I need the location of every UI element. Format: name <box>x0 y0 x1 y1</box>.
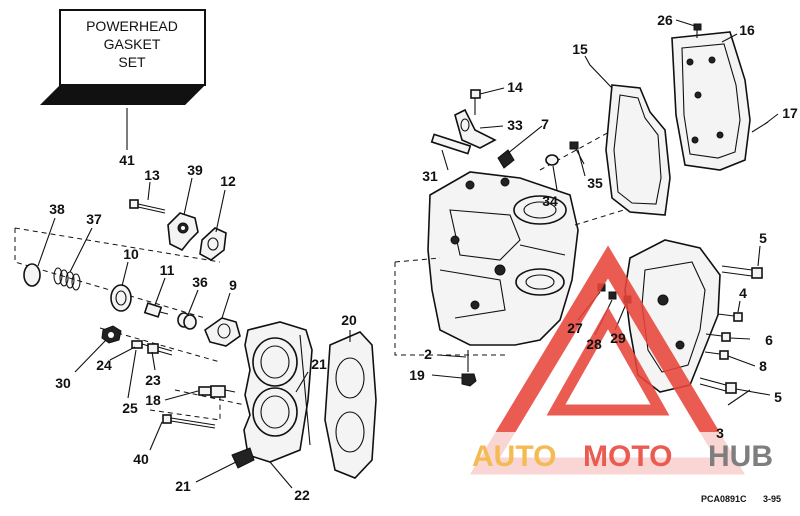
callout-14: 14 <box>507 79 523 95</box>
exhaust-cover <box>624 239 721 393</box>
callout-2: 2 <box>424 346 432 362</box>
callout-24: 24 <box>96 357 112 373</box>
bolt-5-lower <box>699 377 737 394</box>
callout-33: 33 <box>507 117 523 133</box>
fitting-11 <box>143 302 169 318</box>
watermark-logo: AUTO MOTO HUB <box>469 245 800 476</box>
callout-11: 11 <box>160 262 175 278</box>
clip-7 <box>497 149 515 169</box>
callout-19: 19 <box>409 367 425 383</box>
screw-14 <box>470 89 481 115</box>
callout-numbers: 41 13 39 12 38 37 10 11 36 9 30 24 25 23… <box>49 12 798 503</box>
callout-34: 34 <box>542 193 558 209</box>
callout-15: 15 <box>572 41 588 57</box>
callout-21-upper: 21 <box>311 356 327 372</box>
callout-6: 6 <box>765 332 773 348</box>
watermark-auto: AUTO <box>472 440 556 473</box>
spark-plug-18 <box>198 385 236 398</box>
callout-35: 35 <box>587 175 603 191</box>
gasket-15 <box>605 84 671 216</box>
callout-37: 37 <box>86 211 102 227</box>
screw-35 <box>569 141 585 165</box>
figure-code: PCA0891C <box>701 494 747 504</box>
plug-30 <box>101 325 122 344</box>
callout-4: 4 <box>739 285 747 301</box>
o-ring-38 <box>23 263 41 287</box>
washer-34 <box>545 154 559 166</box>
bolt-4 <box>717 312 743 322</box>
box-line-1: POWERHEAD <box>86 18 178 34</box>
callout-29: 29 <box>610 330 626 346</box>
callout-18: 18 <box>145 392 161 408</box>
bolt-5-upper <box>721 265 763 279</box>
rod-3 <box>727 389 751 406</box>
callout-41: 41 <box>119 152 135 168</box>
callout-39: 39 <box>187 162 203 178</box>
part-28 <box>608 291 617 300</box>
callout-36: 36 <box>192 274 208 290</box>
bolt-8 <box>704 350 729 360</box>
gasket-set-box: POWERHEAD GASKET SET <box>40 9 206 105</box>
callout-16: 16 <box>739 22 755 38</box>
callout-17: 17 <box>782 105 798 121</box>
head-gasket-20 <box>324 331 377 479</box>
callout-22: 22 <box>294 487 310 503</box>
watermark-moto: MOTO <box>583 440 672 473</box>
callout-30: 30 <box>55 375 71 391</box>
bolt-13 <box>129 199 166 214</box>
box-line-2: GASKET <box>104 36 161 52</box>
spring-37 <box>53 267 81 291</box>
nut-19 <box>461 373 477 387</box>
callout-38: 38 <box>49 201 65 217</box>
callout-9: 9 <box>229 277 237 293</box>
callout-26: 26 <box>657 12 673 28</box>
callout-5-upper: 5 <box>759 230 767 246</box>
cover-39 <box>167 212 199 252</box>
callout-27: 27 <box>567 320 583 336</box>
watermark-inner-triangle <box>546 306 670 416</box>
figure-date: 3-95 <box>763 494 781 504</box>
callout-5-lower: 5 <box>774 389 782 405</box>
bolt-40 <box>162 414 216 429</box>
callout-31: 31 <box>422 168 438 184</box>
crankcase-block <box>427 171 579 346</box>
pin-31 <box>430 133 472 155</box>
seal-36 <box>177 312 197 330</box>
screw-26 <box>693 23 702 38</box>
callout-25: 25 <box>122 400 138 416</box>
watermark-hub: HUB <box>708 440 773 473</box>
callout-28: 28 <box>586 336 602 352</box>
bracket-33 <box>454 108 497 149</box>
callout-23: 23 <box>145 372 161 388</box>
cylinder-head-22 <box>231 321 313 469</box>
callout-8: 8 <box>759 358 767 374</box>
callout-20: 20 <box>341 312 357 328</box>
callout-40: 40 <box>133 451 149 467</box>
callout-3: 3 <box>716 425 724 441</box>
gasket-12 <box>199 227 227 261</box>
box-line-3: SET <box>118 54 146 70</box>
callout-12: 12 <box>220 173 236 189</box>
callout-13: 13 <box>144 167 160 183</box>
callout-7: 7 <box>541 116 549 132</box>
screw-23 <box>147 343 173 356</box>
cover-plate-16 <box>671 31 751 171</box>
thermostat-10 <box>110 284 132 312</box>
housing-9 <box>204 317 241 347</box>
callout-10: 10 <box>123 246 139 262</box>
callout-21-lower: 21 <box>175 478 191 494</box>
bolt-6 <box>705 332 731 342</box>
